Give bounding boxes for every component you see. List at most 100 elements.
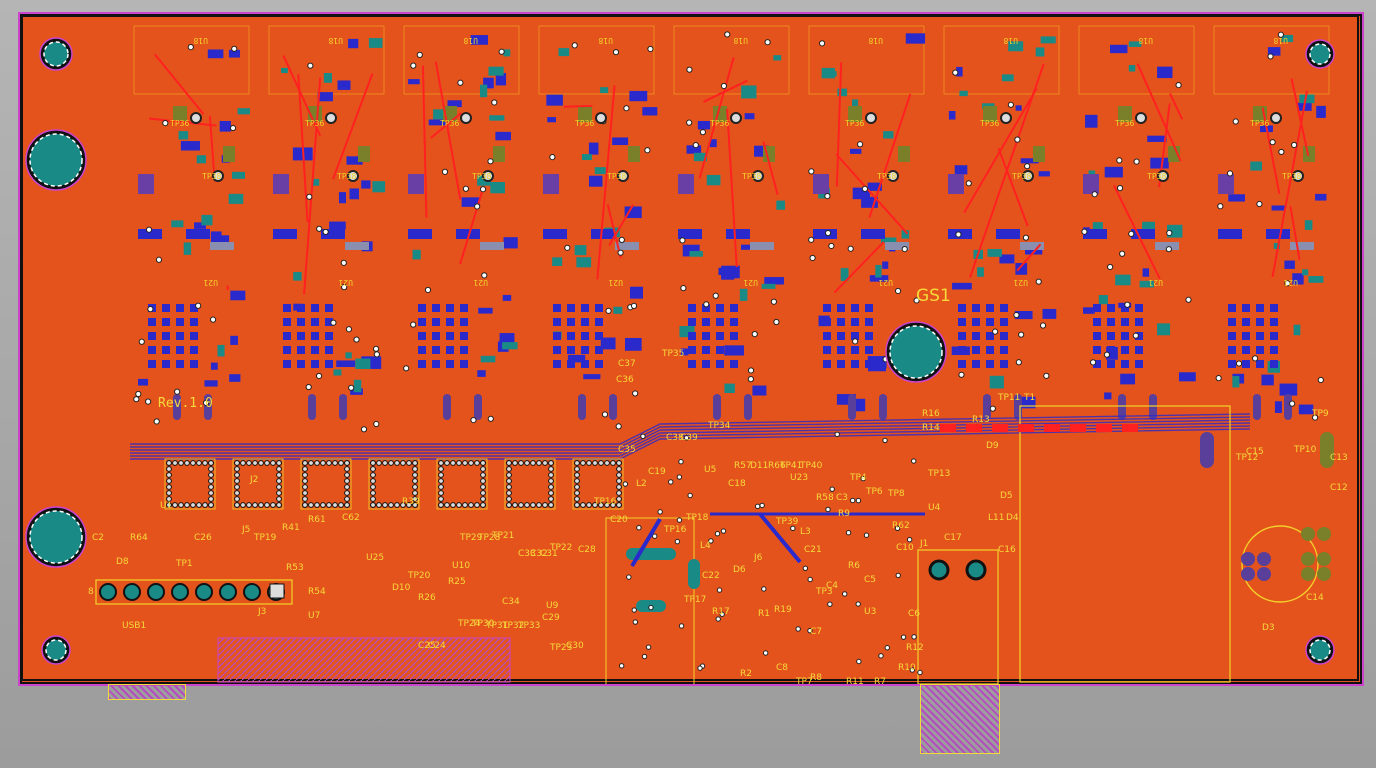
via: [1235, 360, 1243, 367]
ic-pin: [865, 318, 873, 326]
qfn-pin: [370, 496, 376, 502]
top-trace: [282, 55, 322, 137]
qfn-pin: [166, 466, 172, 472]
qfn-pin: [344, 490, 350, 496]
silk-label-c15: C15: [1246, 447, 1264, 457]
ic-pin: [311, 304, 319, 312]
top-trace: [297, 74, 309, 223]
via: [618, 236, 625, 243]
ic-pin: [1107, 360, 1115, 368]
smd-pad: [229, 374, 241, 382]
via: [1035, 278, 1042, 285]
ic-pin: [730, 332, 738, 340]
qfn-pin: [344, 496, 350, 502]
ic-pin: [730, 346, 738, 354]
via: [1132, 332, 1139, 339]
ic-pin: [986, 318, 994, 326]
via: [857, 141, 864, 148]
qfn-pin: [264, 460, 270, 466]
smd-pad: [217, 344, 225, 357]
qfn-pin: [166, 490, 172, 496]
smd-pad: [837, 88, 848, 97]
smd-pad: [1020, 158, 1039, 164]
qfn-pin: [512, 460, 518, 466]
top-trace: [997, 147, 1029, 227]
ic-pin: [716, 332, 724, 340]
smd-pad: [883, 131, 894, 139]
silk-label-r9: R9: [838, 509, 850, 519]
silk-text: TP36: [575, 119, 594, 128]
jack-pin: [965, 559, 987, 581]
smd-pad: [477, 175, 491, 186]
ic-pin: [1000, 360, 1008, 368]
silk-label-c8: C8: [776, 663, 789, 673]
via: [901, 246, 908, 253]
smd-pad: [1157, 323, 1171, 336]
qfn-pin: [400, 502, 406, 508]
via: [860, 475, 866, 482]
silk-label-c21: C21: [804, 545, 822, 555]
top-trace: [1261, 107, 1281, 195]
header-outline: [95, 579, 293, 605]
ic-pin: [1270, 332, 1278, 340]
qfn-pin: [258, 460, 264, 466]
smd-pad: [905, 33, 926, 44]
ic-pin: [958, 332, 966, 340]
channel-outline: [1078, 25, 1195, 95]
via: [829, 486, 835, 492]
ic-pin: [1121, 304, 1129, 312]
via: [231, 45, 238, 52]
connector-pad: [456, 229, 480, 239]
ic-pin: [460, 346, 468, 354]
via: [712, 292, 719, 299]
qfn-pin: [178, 502, 184, 508]
via: [202, 399, 210, 406]
silk-label-l11: L11: [988, 513, 1005, 523]
via: [632, 619, 639, 625]
via: [145, 226, 153, 233]
silk-text: TP36: [980, 119, 999, 128]
component-body: [898, 146, 910, 162]
rj45-connector-overhang: [920, 684, 1000, 754]
via: [147, 306, 154, 313]
ic-pin: [553, 346, 561, 354]
mounting-hole-pad: [45, 639, 67, 661]
silk-text: U21: [473, 278, 488, 287]
ic-pin: [311, 332, 319, 340]
ic-pin: [1228, 304, 1236, 312]
qfn-pin: [548, 478, 554, 484]
ic-pin: [823, 304, 831, 312]
through-hole-pad: [744, 394, 752, 420]
via: [133, 396, 140, 403]
top-trace: [434, 61, 462, 200]
silk-label-r1: R1: [758, 609, 770, 619]
ic-pin: [702, 346, 710, 354]
via: [699, 129, 706, 136]
silk-label-c22: C22: [702, 571, 720, 581]
via: [618, 663, 625, 669]
qfn-pin: [388, 460, 394, 466]
silk-label-d3: D3: [1262, 623, 1275, 633]
qfn-pin: [302, 460, 308, 466]
header-pin: [171, 583, 189, 601]
via: [762, 650, 769, 656]
silk-text: U18: [1138, 36, 1153, 45]
silk-text: U18: [1003, 36, 1018, 45]
qfn-pin: [184, 502, 190, 508]
via: [644, 147, 651, 154]
top-trace: [702, 79, 748, 103]
through-hole-pad: [983, 394, 991, 420]
silk-text: U18: [598, 36, 613, 45]
smd-pad: [624, 206, 642, 219]
ic-pin: [716, 360, 724, 368]
silk-label-r64: R64: [130, 533, 148, 543]
ic-pin: [1135, 346, 1143, 354]
top-trace: [1271, 90, 1309, 278]
smd-pad: [773, 55, 782, 61]
via: [640, 433, 646, 439]
via: [716, 587, 723, 593]
via: [631, 607, 637, 613]
smd-pad: [1104, 166, 1123, 178]
